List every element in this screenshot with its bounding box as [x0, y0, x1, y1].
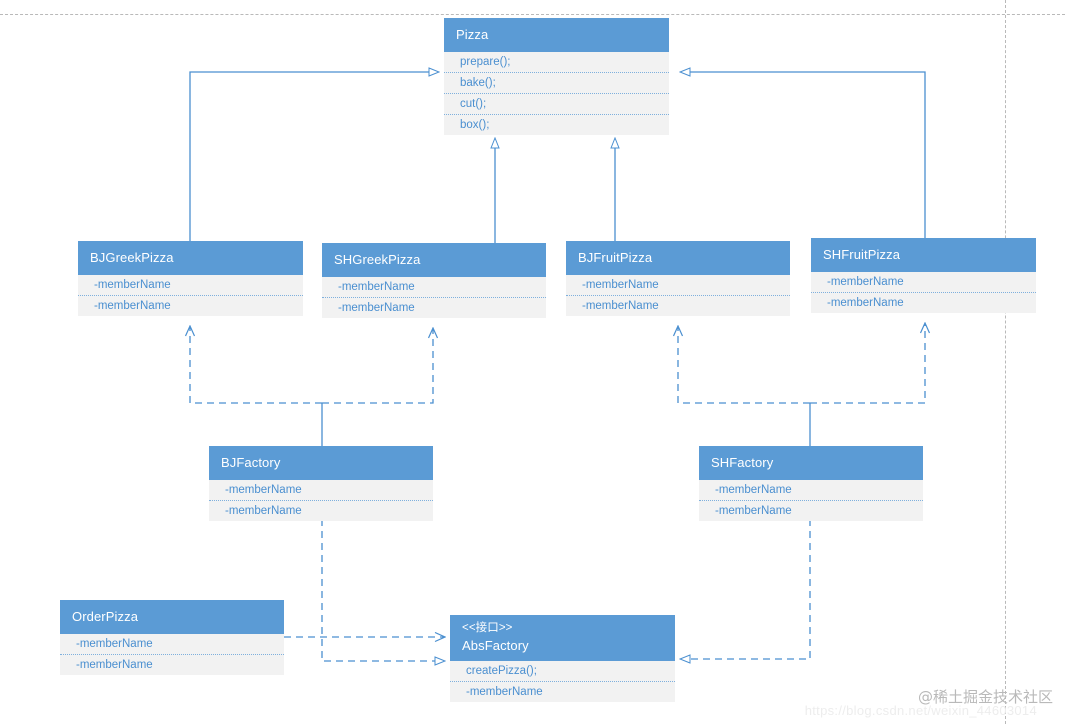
- class-box-orderpizza[interactable]: OrderPizza -memberName -memberName: [60, 600, 284, 676]
- page-boundary-guide-vertical: [1005, 0, 1006, 724]
- class-box-pizza[interactable]: Pizza prepare(); bake(); cut(); box();: [444, 18, 669, 136]
- page-boundary-guide-horizontal: [0, 14, 1065, 15]
- rel-bjfactory-absfactory: [321, 519, 444, 661]
- class-body-absfactory: createPizza(); -memberName: [450, 660, 675, 702]
- class-body-bjfactory: -memberName -memberName: [209, 480, 433, 522]
- class-stereotype-absfactory: <<接口>>: [462, 622, 513, 634]
- class-member: -memberName: [60, 634, 284, 656]
- class-body-shfruitpizza: -memberName -memberName: [811, 272, 1036, 314]
- class-body-pizza: prepare(); bake(); cut(); box();: [444, 52, 669, 136]
- class-member: -memberName: [811, 272, 1036, 294]
- class-body-orderpizza: -memberName -memberName: [60, 634, 284, 676]
- class-member: -memberName: [94, 300, 171, 313]
- class-member: -memberName: [78, 275, 303, 297]
- class-member: -memberName: [322, 277, 546, 299]
- class-member: box();: [460, 119, 490, 132]
- class-name-pizza: Pizza: [456, 27, 489, 42]
- class-body-shfactory: -memberName -memberName: [699, 480, 923, 522]
- class-box-absfactory[interactable]: <<接口>> AbsFactory createPizza(); -member…: [450, 615, 675, 702]
- rel-bjfactory-shgreekpizza: [322, 329, 433, 404]
- class-header-pizza: Pizza: [444, 18, 669, 53]
- class-member: -memberName: [338, 302, 415, 315]
- class-box-bjfactory[interactable]: BJFactory -memberName -memberName: [209, 446, 433, 522]
- class-name-orderpizza: OrderPizza: [72, 609, 139, 624]
- class-member: prepare();: [444, 52, 669, 74]
- class-member: -memberName: [827, 297, 904, 310]
- class-name-shfactory: SHFactory: [711, 455, 774, 470]
- class-box-bjgreekpizza[interactable]: BJGreekPizza -memberName -memberName: [78, 241, 303, 317]
- class-name-shfruitpizza: SHFruitPizza: [823, 247, 901, 262]
- class-name-bjfruitpizza: BJFruitPizza: [578, 250, 653, 265]
- class-name-absfactory: AbsFactory: [462, 638, 529, 654]
- class-name-bjgreekpizza: BJGreekPizza: [90, 250, 174, 265]
- class-header-orderpizza: OrderPizza: [60, 600, 284, 635]
- class-member: -memberName: [466, 685, 543, 698]
- class-name-shgreekpizza: SHGreekPizza: [334, 252, 421, 267]
- class-member: -memberName: [225, 505, 302, 518]
- class-member: -memberName: [699, 480, 923, 502]
- class-header-absfactory: <<接口>> AbsFactory: [450, 615, 675, 661]
- class-member: -memberName: [582, 300, 659, 313]
- class-box-shgreekpizza[interactable]: SHGreekPizza -memberName -memberName: [322, 243, 546, 319]
- rel-shfruitpizza-pizza: [681, 72, 926, 238]
- class-body-bjgreekpizza: -memberName -memberName: [78, 275, 303, 317]
- class-header-shfactory: SHFactory: [699, 446, 923, 481]
- class-member: -memberName: [209, 480, 433, 502]
- class-member: -memberName: [715, 505, 792, 518]
- class-member: bake();: [444, 73, 669, 95]
- class-member: -memberName: [566, 275, 790, 297]
- rel-shfactory-absfactory: [681, 519, 811, 659]
- class-body-shgreekpizza: -memberName -memberName: [322, 277, 546, 319]
- class-member: cut();: [444, 94, 669, 116]
- rel-shfactory-bjfruitpizza: [678, 327, 810, 404]
- class-box-shfruitpizza[interactable]: SHFruitPizza -memberName -memberName: [811, 238, 1036, 314]
- class-header-bjfruitpizza: BJFruitPizza: [566, 241, 790, 276]
- class-member: createPizza();: [450, 661, 675, 682]
- rel-bjfactory-bjgreekpizza: [190, 327, 322, 404]
- watermark-community: @稀土掘金技术社区: [917, 688, 1053, 706]
- rel-bjgreekpizza-pizza: [189, 72, 438, 241]
- watermark-url: https://blog.csdn.net/weixin_44603014: [804, 703, 1037, 718]
- rel-shfactory-shfruitpizza: [810, 324, 925, 404]
- class-header-bjfactory: BJFactory: [209, 446, 433, 481]
- class-member: -memberName: [76, 659, 153, 672]
- class-box-shfactory[interactable]: SHFactory -memberName -memberName: [699, 446, 923, 522]
- class-name-bjfactory: BJFactory: [221, 455, 281, 470]
- class-box-bjfruitpizza[interactable]: BJFruitPizza -memberName -memberName: [566, 241, 790, 317]
- class-body-bjfruitpizza: -memberName -memberName: [566, 275, 790, 317]
- class-header-shfruitpizza: SHFruitPizza: [811, 238, 1036, 273]
- class-header-shgreekpizza: SHGreekPizza: [322, 243, 546, 278]
- class-header-bjgreekpizza: BJGreekPizza: [78, 241, 303, 276]
